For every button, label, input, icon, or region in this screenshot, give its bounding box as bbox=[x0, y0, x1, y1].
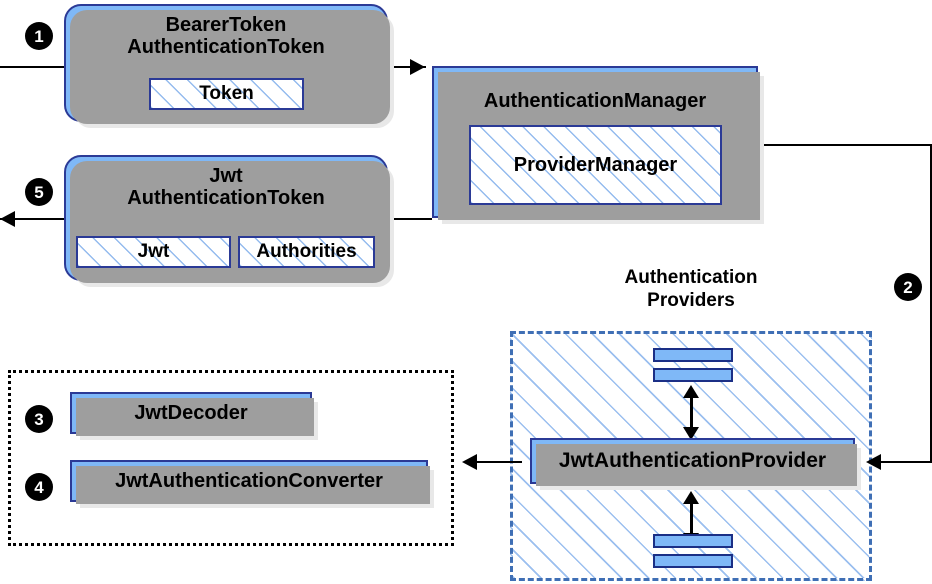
connector-input-to-bearer-token bbox=[0, 66, 66, 68]
jwt-decoder-label: JwtDecoder bbox=[134, 401, 248, 424]
jwt-token-label-line2: AuthenticationToken bbox=[127, 187, 325, 210]
connector-bearer-token-to-auth-manager bbox=[388, 66, 426, 68]
jwt-decoder-node[interactable]: JwtDecoder bbox=[70, 392, 318, 440]
bearer-token-label-line2: AuthenticationToken bbox=[127, 36, 325, 59]
connector-into-jwt-auth-provider bbox=[878, 461, 932, 463]
provider-placeholder-bar-bottom-1 bbox=[653, 534, 733, 548]
provider-manager-inner-box[interactable]: ProviderManager bbox=[469, 125, 722, 205]
jwt-authentication-converter-label: JwtAuthenticationConverter bbox=[115, 469, 383, 492]
connector-provider-bottom-double-arrow-line bbox=[690, 498, 693, 538]
arrow-up-icon bbox=[683, 491, 699, 504]
authentication-providers-label-line2: Providers bbox=[647, 289, 735, 311]
step-badge-2: 2 bbox=[895, 274, 921, 300]
step-badge-5: 5 bbox=[26, 179, 52, 205]
token-inner-box[interactable]: Token bbox=[149, 78, 304, 110]
jwt-token-label-line1: Jwt bbox=[209, 165, 243, 187]
jwt-label: Jwt bbox=[137, 241, 170, 262]
jwt-components-container bbox=[8, 370, 454, 546]
authentication-providers-label: Authentication Providers bbox=[568, 267, 814, 313]
provider-manager-label: ProviderManager bbox=[513, 153, 678, 176]
step-badge-1: 1 bbox=[26, 23, 52, 49]
connector-provider-to-components bbox=[474, 461, 522, 463]
jwt-authentication-provider-label: JwtAuthenticationProvider bbox=[558, 449, 827, 473]
bearer-token-label-line1: BearerToken bbox=[165, 14, 287, 36]
arrow-left-icon bbox=[0, 211, 15, 227]
connector-provider-top-double-arrow-line bbox=[690, 392, 693, 432]
authorities-inner-box[interactable]: Authorities bbox=[238, 236, 375, 268]
arrow-left-icon bbox=[462, 454, 477, 470]
arrow-up-icon bbox=[683, 385, 699, 398]
step-badge-3: 3 bbox=[26, 406, 52, 432]
authentication-manager-label: AuthenticationManager bbox=[483, 90, 707, 112]
provider-placeholder-bar-bottom-2 bbox=[653, 554, 733, 568]
jwt-inner-box[interactable]: Jwt bbox=[76, 236, 231, 268]
jwt-authentication-provider-node[interactable]: JwtAuthenticationProvider bbox=[530, 438, 861, 490]
jwt-authentication-converter-node[interactable]: JwtAuthenticationConverter bbox=[70, 460, 434, 508]
token-label: Token bbox=[199, 83, 254, 104]
connector-auth-manager-right-segment bbox=[758, 144, 932, 146]
arrow-right-icon bbox=[410, 59, 425, 75]
arrow-left-icon bbox=[866, 454, 881, 470]
provider-placeholder-bar-top-1 bbox=[653, 348, 733, 362]
arrow-down-icon bbox=[683, 427, 699, 440]
step-badge-4: 4 bbox=[26, 474, 52, 500]
authentication-providers-label-line1: Authentication bbox=[624, 267, 758, 288]
authorities-label: Authorities bbox=[256, 241, 357, 262]
provider-placeholder-bar-top-2 bbox=[653, 368, 733, 382]
connector-right-vertical-segment bbox=[930, 144, 932, 462]
